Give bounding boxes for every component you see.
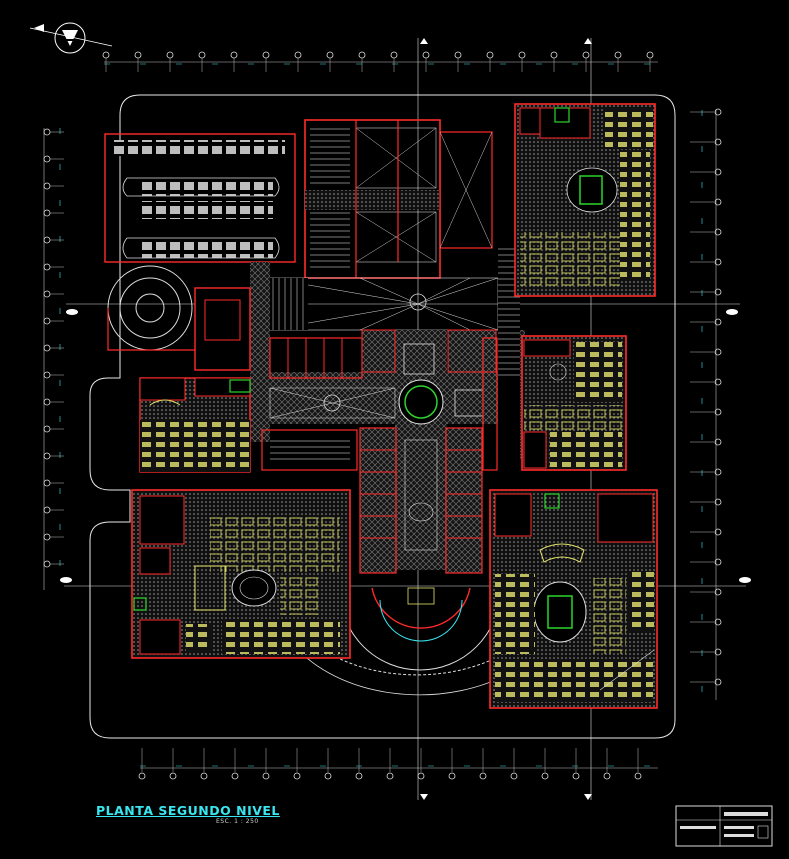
site-boundary xyxy=(89,94,676,739)
grid-bubble xyxy=(43,533,51,541)
grid-bubble xyxy=(43,236,51,244)
grid-bubble xyxy=(614,51,622,59)
grid-bubble xyxy=(714,558,722,566)
grid-bubble xyxy=(714,258,722,266)
grid-bubble xyxy=(714,138,722,146)
grid-bubble xyxy=(714,198,722,206)
title-block xyxy=(675,805,773,847)
grid-bubble xyxy=(714,618,722,626)
grid-axis-top xyxy=(104,61,658,65)
grid-bubble xyxy=(43,560,51,568)
grid-bubble xyxy=(326,51,334,59)
grid-bubble xyxy=(262,51,270,59)
grid-bubble xyxy=(714,528,722,536)
stairs-block xyxy=(304,119,493,279)
grid-bubble xyxy=(293,772,301,780)
north-arrow-icon xyxy=(29,22,113,54)
section-arrow-icon xyxy=(60,38,751,800)
grid-bubble xyxy=(714,348,722,356)
grid-bubble xyxy=(43,479,51,487)
grid-bubble xyxy=(541,772,549,780)
grid-bubble xyxy=(714,168,722,176)
grid-bubble xyxy=(102,51,110,59)
grid-bubble xyxy=(390,51,398,59)
grid-bubble xyxy=(355,772,363,780)
grid-bubble xyxy=(43,182,51,190)
block-east xyxy=(521,335,627,471)
grid-bubble xyxy=(572,772,580,780)
block-southwest xyxy=(131,489,351,659)
grid-bubble xyxy=(324,772,332,780)
grid-bubble xyxy=(550,51,558,59)
grid-bubble xyxy=(714,408,722,416)
grid-bubble xyxy=(169,772,177,780)
grid-bubble xyxy=(43,344,51,352)
grid-bubble xyxy=(646,51,654,59)
grid-bubble xyxy=(386,772,394,780)
block-northeast xyxy=(514,103,656,297)
grid-axis-bottom xyxy=(140,765,658,769)
grid-bubble xyxy=(43,317,51,325)
grid-bubble xyxy=(518,51,526,59)
grid-bubble xyxy=(714,438,722,446)
grid-bubble xyxy=(43,371,51,379)
ramp xyxy=(107,265,195,351)
central-plaza xyxy=(267,248,520,378)
grid-bubble xyxy=(43,506,51,514)
central-cross-atrium xyxy=(250,262,525,570)
grid-bubble xyxy=(634,772,642,780)
grid-bubble xyxy=(582,51,590,59)
grid-bubble xyxy=(479,772,487,780)
shops-row xyxy=(261,329,498,574)
grid-bubble xyxy=(714,498,722,506)
grid-bubble xyxy=(43,128,51,136)
grid-bubble xyxy=(714,108,722,116)
grid-bubble xyxy=(230,51,238,59)
grid-bubble xyxy=(166,51,174,59)
grid-bubble xyxy=(422,51,430,59)
grid-bubble xyxy=(262,772,270,780)
grid-bubble xyxy=(43,155,51,163)
drawing-scale: ESC. 1 : 250 xyxy=(216,818,259,825)
grid-bubble xyxy=(510,772,518,780)
grid-bubble xyxy=(294,51,302,59)
grid-bubble xyxy=(714,318,722,326)
grid-bubble xyxy=(43,398,51,406)
grid-axis-left xyxy=(43,128,61,590)
grid-axis-right xyxy=(701,110,717,700)
grid-bubble xyxy=(714,648,722,656)
parking-area xyxy=(104,133,296,263)
grid-bubble xyxy=(43,290,51,298)
grid-bubble xyxy=(486,51,494,59)
block-west xyxy=(139,287,251,473)
grid-bubble xyxy=(714,678,722,686)
grid-bubble xyxy=(454,51,462,59)
grid-bubble xyxy=(714,288,722,296)
grid-bubble xyxy=(714,468,722,476)
grid-bubble xyxy=(43,209,51,217)
grid-bubbles xyxy=(43,51,722,780)
drawing-title: PLANTA SEGUNDO NIVEL xyxy=(96,803,280,818)
grid-bubble xyxy=(43,263,51,271)
grid-bubble xyxy=(603,772,611,780)
grid-bubble xyxy=(138,772,146,780)
grid-bubble xyxy=(448,772,456,780)
grid-bubble xyxy=(714,378,722,386)
grid-bubble xyxy=(231,772,239,780)
block-southeast xyxy=(489,489,658,709)
grid-bubble xyxy=(714,228,722,236)
grid-bubble xyxy=(417,772,425,780)
grid-bubble xyxy=(714,588,722,596)
grid-bubble xyxy=(134,51,142,59)
grid-bubble xyxy=(43,425,51,433)
grid-bubble xyxy=(200,772,208,780)
grid-bubble xyxy=(43,452,51,460)
grid-bubble xyxy=(198,51,206,59)
grid-bubble xyxy=(358,51,366,59)
